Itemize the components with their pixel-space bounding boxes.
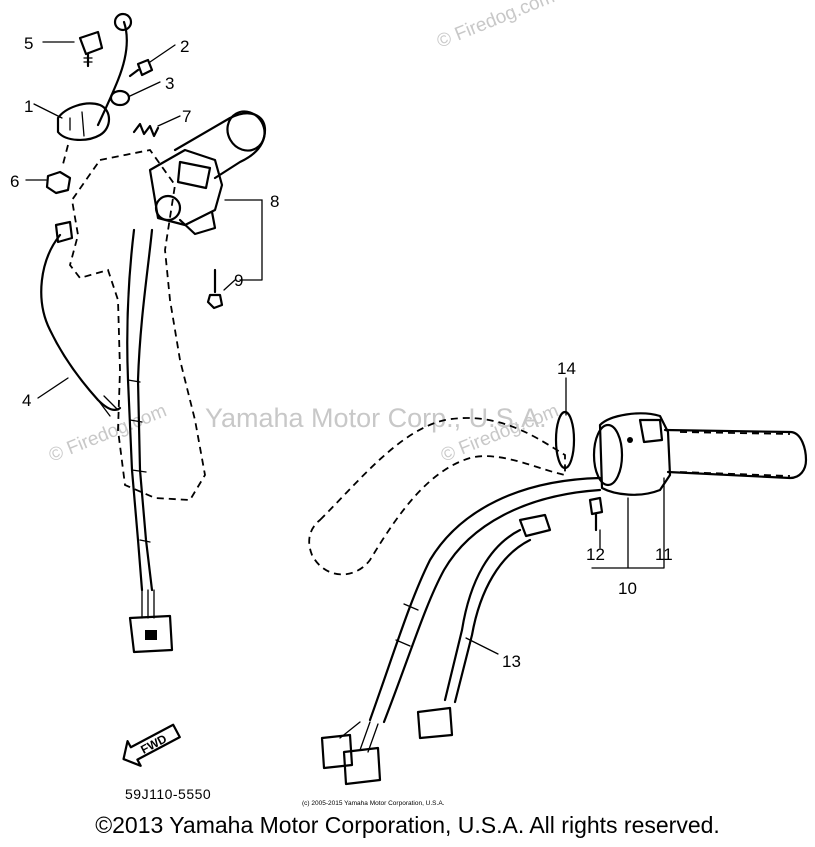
screw-part-9	[206, 268, 224, 310]
callout-3: 3	[165, 74, 174, 93]
nut-part-6	[45, 170, 72, 195]
callout-1: 1	[24, 97, 33, 116]
callout-numbers: 5 2 3 1 7 6 8 9 4 14 12 11 10 13	[10, 34, 673, 671]
left-handlebar-assembly	[40, 12, 267, 654]
screw-part-12	[588, 496, 604, 532]
right-handlebar-assembly	[308, 410, 808, 786]
callout-4: 4	[22, 391, 31, 410]
screw-part-2	[128, 58, 154, 78]
washer-part-3	[109, 89, 131, 107]
right-switch-housing	[598, 412, 672, 496]
right-wire-harness	[368, 476, 602, 724]
callout-9: 9	[234, 271, 243, 290]
watermark-firedog-left: © Firedog.com	[46, 400, 170, 466]
small-copyright: (c) 2005-2015 Yamaha Motor Corporation, …	[302, 800, 445, 807]
callout-12: 12	[586, 545, 605, 564]
right-handlebar-outline	[308, 417, 566, 576]
cable-part-13	[443, 528, 532, 704]
ring-part-14	[554, 410, 576, 470]
callout-8: 8	[270, 192, 279, 211]
forward-arrow: FWD	[122, 723, 181, 767]
copyright-footer: ©2013 Yamaha Motor Corporation, U.S.A. A…	[95, 812, 720, 838]
callout-7: 7	[182, 107, 191, 126]
lever-holder	[56, 102, 111, 141]
watermark-center: Yamaha Motor Corp., U.S.A.	[205, 403, 547, 433]
grip-end-cap	[226, 110, 266, 152]
fwd-arrow-shape	[122, 723, 181, 767]
callout-13: 13	[502, 652, 521, 671]
callout-2: 2	[180, 37, 189, 56]
callout-5: 5	[24, 34, 33, 53]
right-switch-face	[592, 423, 624, 487]
left-connector	[128, 614, 174, 654]
cable-part-4	[40, 233, 122, 411]
callout-14: 14	[557, 359, 576, 378]
leader-lines	[25, 41, 665, 655]
right-grip	[663, 428, 808, 480]
right-connector-small	[416, 706, 454, 740]
callout-10: 10	[618, 579, 637, 598]
right-connector-large-b	[342, 746, 382, 786]
watermark-firedog-top: © Firedog.com	[434, 0, 558, 53]
spring-part-7	[132, 122, 160, 138]
switch-button	[176, 160, 212, 190]
diagram-part-code: 59J110-5550	[125, 786, 211, 802]
cable-switch-plug	[54, 220, 74, 244]
cable-13-plug	[518, 513, 552, 538]
lever-ball-end	[113, 12, 133, 32]
fwd-label: FWD	[138, 731, 169, 756]
switch-knob	[154, 194, 182, 222]
callout-6: 6	[10, 172, 19, 191]
clutch-lever	[96, 20, 128, 127]
right-switch-button	[638, 418, 664, 444]
left-handlebar-outline	[69, 149, 206, 501]
left-switch-housing	[148, 148, 224, 227]
callout-11: 11	[655, 545, 673, 564]
right-connector-large-a	[320, 733, 354, 770]
bolt-part-5	[78, 30, 104, 68]
